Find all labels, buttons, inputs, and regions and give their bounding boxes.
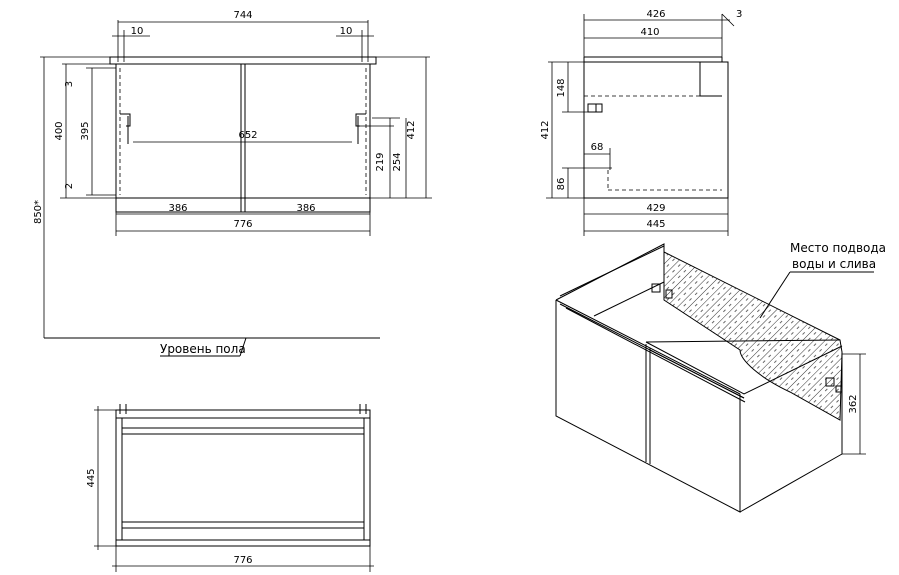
dim-door-left: 386 xyxy=(168,203,187,214)
dim-plan-depth: 445 xyxy=(86,468,97,487)
dim-total-depth: 445 xyxy=(646,219,665,230)
dim-plan-width: 776 xyxy=(233,555,252,566)
front-view: 744 10 10 652 850* 400 xyxy=(33,10,432,357)
floor-label: Уровень пола xyxy=(160,342,246,356)
dim-bottom-depth: 429 xyxy=(646,203,665,214)
iso-note-line1: Место подвода xyxy=(790,241,886,255)
dim-top-depth: 426 xyxy=(646,9,665,20)
dim-inner-height: 395 xyxy=(80,121,91,140)
dim-right-height: 412 xyxy=(406,120,417,139)
dim-hole-offset: 68 xyxy=(591,142,604,153)
iso-view: Место подвода воды и слива 362 xyxy=(555,241,886,513)
dim-mount-height: 148 xyxy=(556,78,567,97)
dim-side-height: 412 xyxy=(540,120,551,139)
dim-door-right: 386 xyxy=(296,203,315,214)
dim-offset: 3 xyxy=(736,9,742,20)
dim-total-width: 776 xyxy=(233,219,252,230)
dim-iso-height: 362 xyxy=(848,394,859,413)
iso-note-line2: воды и слива xyxy=(792,257,876,271)
dim-inner-depth: 410 xyxy=(640,27,659,38)
dim-pipe-height-1: 219 xyxy=(375,152,386,171)
dim-total-height: 850* xyxy=(33,200,44,224)
dim-top-gap: 3 xyxy=(64,81,75,87)
dim-top-width: 744 xyxy=(233,10,252,21)
side-view: 426 3 410 412 148 86 68 xyxy=(540,9,742,236)
dim-left-inset: 10 xyxy=(131,26,144,37)
dim-right-inset: 10 xyxy=(340,26,353,37)
dim-bottom-gap: 2 xyxy=(64,183,75,189)
plan-view: 445 776 xyxy=(86,404,374,572)
dim-pipe-height-2: 254 xyxy=(392,152,403,171)
dim-hole-spacing: 652 xyxy=(238,130,257,141)
dim-bottom-height: 86 xyxy=(556,178,567,191)
dim-body-height: 400 xyxy=(54,121,65,140)
hatched-area xyxy=(663,251,843,421)
